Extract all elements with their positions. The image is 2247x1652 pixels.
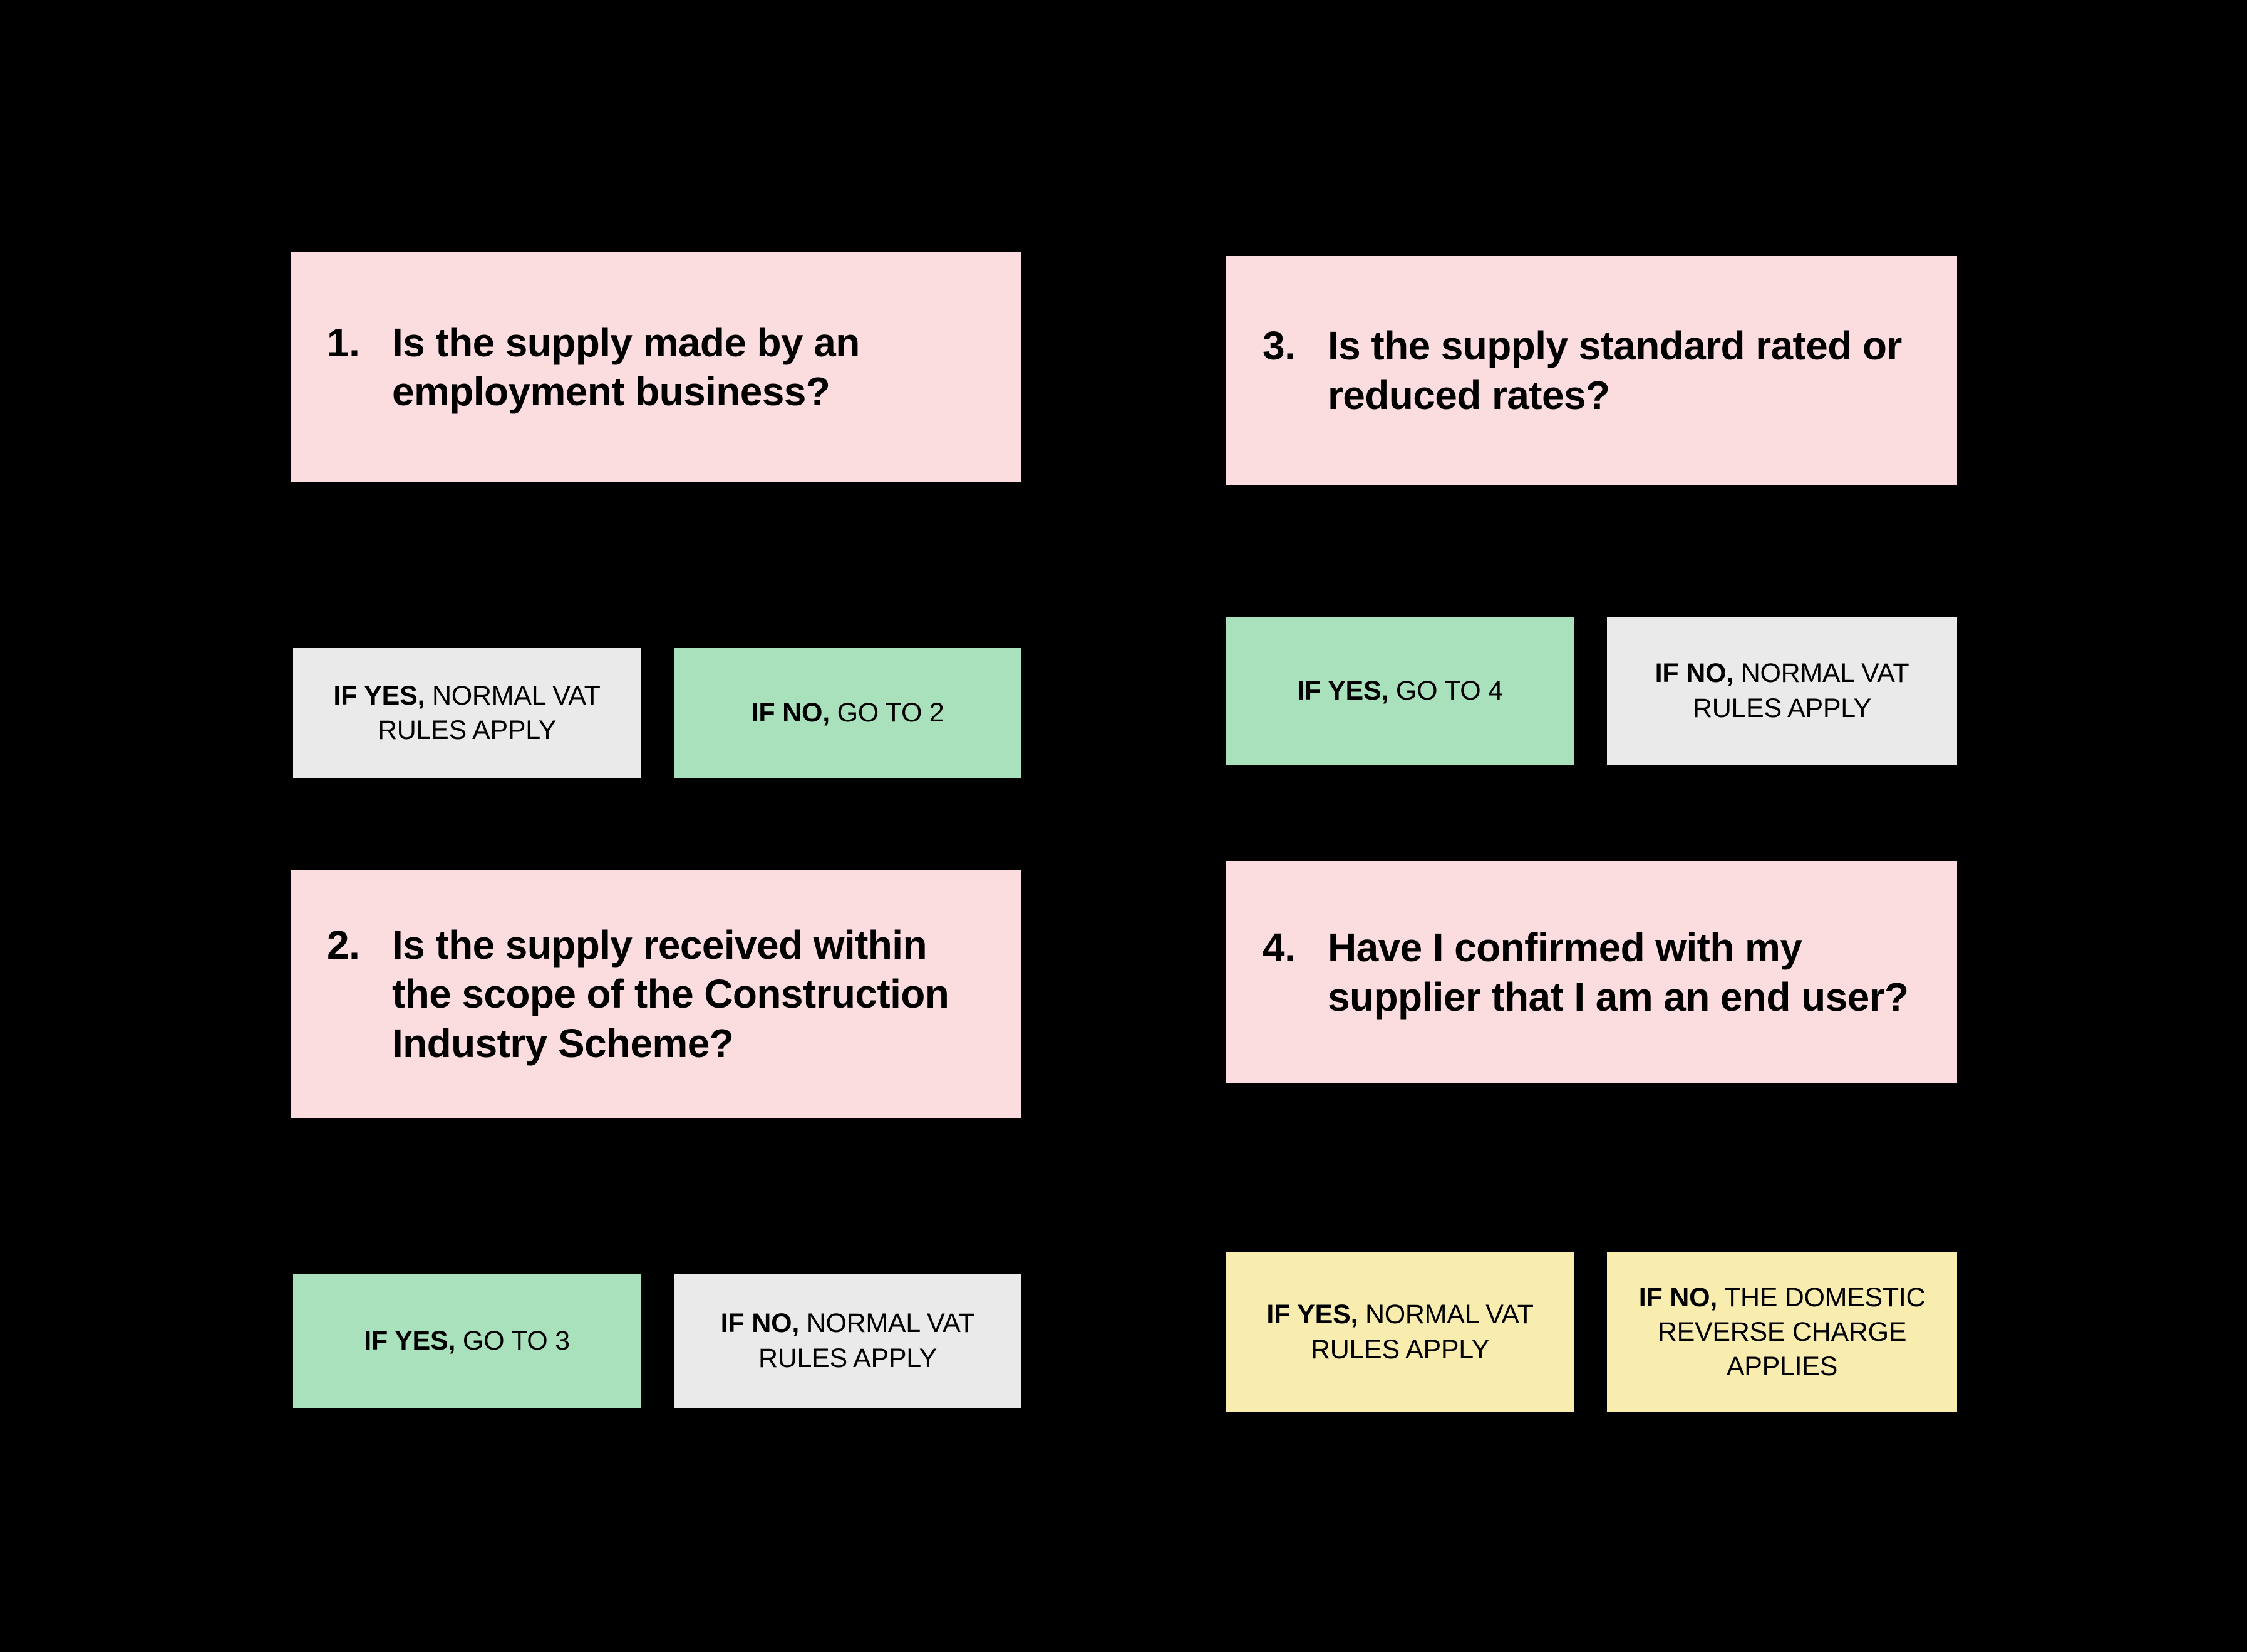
- question-card-2: 2. Is the supply received within the sco…: [291, 870, 1021, 1118]
- question-card-4: 4. Have I confirmed with my supplier tha…: [1226, 861, 1957, 1083]
- answer-3-yes-text: IF YES, GO TO 4: [1242, 674, 1557, 708]
- answer-4-no-text: IF NO, THE DOMESTIC REVERSE CHARGE APPLI…: [1623, 1281, 1941, 1384]
- question-1-number: 1.: [327, 319, 360, 365]
- answer-1-yes-rest: NORMAL VAT RULES APPLY: [377, 680, 601, 745]
- answer-4-no-rest: THE DOMESTIC REVERSE CHARGE APPLIES: [1657, 1282, 1926, 1382]
- question-3-number: 3.: [1263, 323, 1296, 369]
- answer-card-1-yes[interactable]: IF YES, NORMAL VAT RULES APPLY: [293, 648, 641, 778]
- answer-card-1-no[interactable]: IF NO, GO TO 2: [674, 648, 1021, 778]
- answer-1-no-prefix: IF NO,: [751, 698, 830, 728]
- answer-3-no-text: IF NO, NORMAL VAT RULES APPLY: [1623, 656, 1941, 725]
- question-card-1: 1. Is the supply made by an employment b…: [291, 252, 1021, 482]
- answer-2-yes-text: IF YES, GO TO 3: [309, 1324, 624, 1358]
- question-4-text: Have I confirmed with my supplier that I…: [1328, 925, 1909, 1020]
- question-4-number: 4.: [1263, 925, 1296, 971]
- answer-3-yes-prefix: IF YES,: [1297, 675, 1389, 706]
- answer-3-no-prefix: IF NO,: [1655, 658, 1734, 689]
- answer-card-4-yes[interactable]: IF YES, NORMAL VAT RULES APPLY: [1226, 1252, 1574, 1412]
- question-4-content: 4. Have I confirmed with my supplier tha…: [1263, 923, 1928, 1021]
- answer-3-no-rest: NORMAL VAT RULES APPLY: [1692, 658, 1909, 723]
- answer-2-yes-rest: GO TO 3: [455, 1325, 570, 1356]
- question-2-number: 2.: [327, 922, 360, 968]
- answer-card-4-no[interactable]: IF NO, THE DOMESTIC REVERSE CHARGE APPLI…: [1607, 1252, 1957, 1412]
- question-3-content: 3. Is the supply standard rated or reduc…: [1263, 321, 1928, 419]
- answer-1-no-rest: GO TO 2: [830, 698, 944, 728]
- question-3-text: Is the supply standard rated or reduced …: [1328, 323, 1902, 418]
- answer-3-yes-rest: GO TO 4: [1388, 675, 1503, 706]
- answer-card-2-no[interactable]: IF NO, NORMAL VAT RULES APPLY: [674, 1274, 1021, 1408]
- answer-card-2-yes[interactable]: IF YES, GO TO 3: [293, 1274, 641, 1408]
- question-2-content: 2. Is the supply received within the sco…: [327, 921, 993, 1067]
- answer-1-yes-prefix: IF YES,: [333, 680, 425, 711]
- answer-4-yes-prefix: IF YES,: [1266, 1299, 1358, 1330]
- answer-4-yes-rest: NORMAL VAT RULES APPLY: [1310, 1299, 1534, 1365]
- question-1-text: Is the supply made by an employment busi…: [392, 319, 860, 414]
- answer-card-3-no[interactable]: IF NO, NORMAL VAT RULES APPLY: [1607, 617, 1957, 765]
- answer-4-yes-text: IF YES, NORMAL VAT RULES APPLY: [1242, 1298, 1557, 1366]
- question-1-content: 1. Is the supply made by an employment b…: [327, 318, 993, 416]
- answer-1-yes-text: IF YES, NORMAL VAT RULES APPLY: [309, 679, 624, 748]
- answer-4-no-prefix: IF NO,: [1638, 1282, 1718, 1313]
- answer-2-no-text: IF NO, NORMAL VAT RULES APPLY: [690, 1306, 1005, 1375]
- answer-card-3-yes[interactable]: IF YES, GO TO 4: [1226, 617, 1574, 765]
- answer-1-no-text: IF NO, GO TO 2: [690, 696, 1005, 730]
- question-card-3: 3. Is the supply standard rated or reduc…: [1226, 256, 1957, 485]
- answer-2-no-prefix: IF NO,: [720, 1308, 800, 1339]
- answer-2-no-rest: NORMAL VAT RULES APPLY: [758, 1308, 975, 1373]
- question-2-text: Is the supply received within the scope …: [392, 922, 949, 1066]
- answer-2-yes-prefix: IF YES,: [364, 1325, 456, 1356]
